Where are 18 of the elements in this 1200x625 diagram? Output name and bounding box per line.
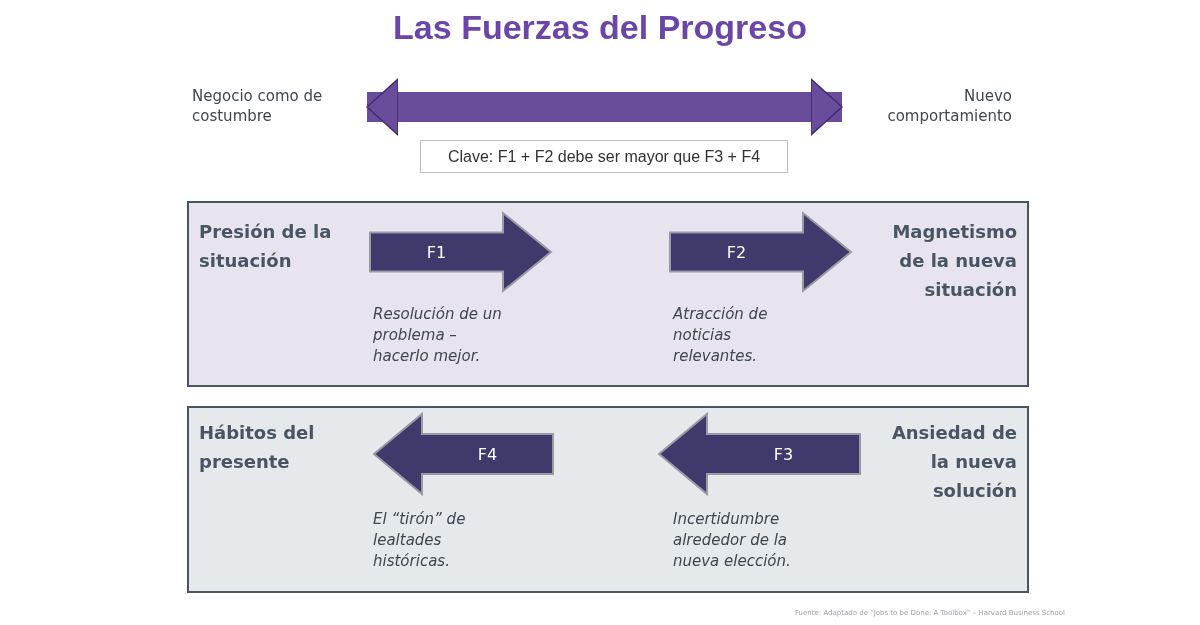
- force-description: Incertidumbre alrededor de la nueva elección.: [673, 509, 792, 572]
- force-heading: Magnetismo de la nueva situación: [867, 217, 1017, 304]
- title: Las Fuerzas del Progreso: [392, 8, 808, 47]
- endpoint-label: Nuevo comportamiento: [842, 86, 1012, 128]
- endpoint-label: Negocio como de costumbre: [192, 86, 367, 128]
- force-heading: Presión de la situación: [199, 217, 359, 275]
- force-heading: Ansiedad de la nueva solución: [889, 418, 1017, 505]
- key-note-box: Clave: F1 + F2 debe ser mayor que F3 + F4: [420, 140, 788, 173]
- force-description: Resolución de un problema – hacerlo mejor.: [373, 304, 503, 367]
- force-arrow: F2: [670, 213, 851, 291]
- force-arrow: F4: [374, 414, 553, 494]
- panel: [187, 201, 1029, 387]
- force-description: El “tirón” de lealtades históricas.: [373, 509, 467, 572]
- force-description: Atracción de noticias relevantes.: [673, 304, 769, 367]
- force-arrow: F1: [370, 213, 551, 291]
- panel: [187, 406, 1029, 593]
- force-heading: Hábitos del presente: [199, 418, 359, 476]
- force-arrow: F3: [659, 414, 860, 494]
